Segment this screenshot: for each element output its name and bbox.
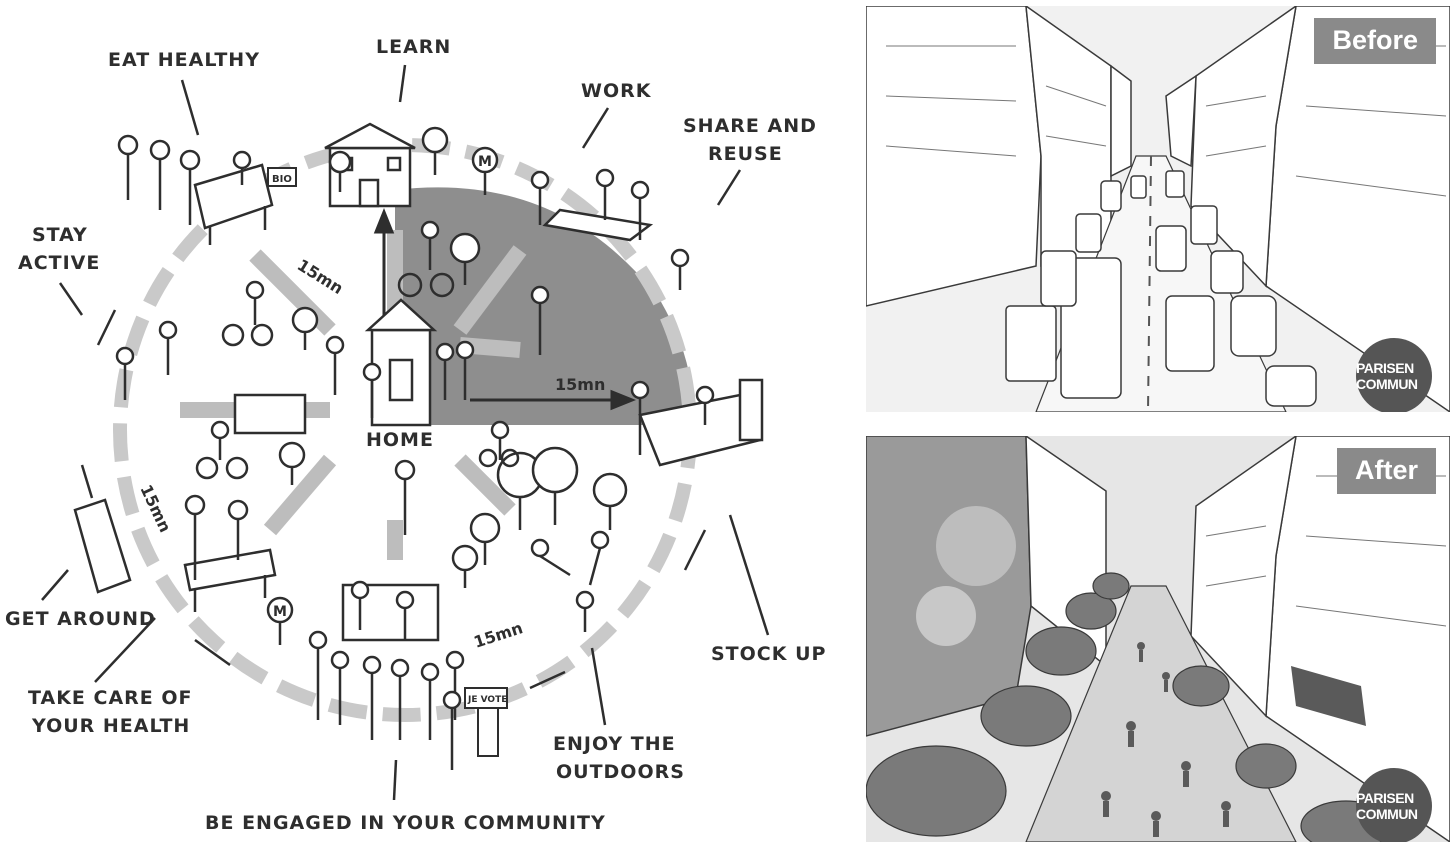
- home-label: HOME: [366, 429, 434, 451]
- svg-text:BIO: BIO: [272, 174, 292, 185]
- label-take-care-line1: TAKE CARE OF: [28, 687, 193, 709]
- svg-text:JE VOTE: JE VOTE: [467, 695, 507, 705]
- metro-sign-top: M: [471, 146, 499, 195]
- after-tag: After: [1336, 448, 1436, 494]
- before-street-illustration: Before PARISEN COMMUN: [866, 6, 1450, 412]
- label-stay-active-line1: STAY: [32, 224, 88, 246]
- two-way-arrows: [80, 309, 707, 690]
- label-get-around: GET AROUND: [5, 608, 156, 630]
- people-figures: [115, 134, 715, 770]
- label-work: WORK: [581, 80, 652, 102]
- label-learn: LEARN: [376, 36, 451, 58]
- label-stay-active-line2: ACTIVE: [18, 252, 100, 274]
- after-street-illustration: After PARISEN COMMUN: [866, 436, 1450, 842]
- paris-en-commun-logo: PARISEN COMMUN: [1356, 768, 1432, 842]
- route-arrows: [373, 207, 637, 411]
- after-street-drawing: [866, 436, 1450, 842]
- svg-text:M: M: [273, 604, 287, 620]
- label-leader-lines: [41, 64, 770, 801]
- label-share-reuse-line1: SHARE AND: [683, 115, 817, 137]
- label-share-reuse-line2: REUSE: [708, 143, 783, 165]
- distance-label-bottom: 15mn: [471, 618, 525, 652]
- label-take-care-line2: YOUR HEALTH: [31, 715, 190, 737]
- paris-en-commun-logo: PARISEN COMMUN: [1356, 338, 1432, 412]
- label-enjoy-line2: OUTDOORS: [556, 761, 685, 783]
- home-building: [364, 298, 438, 427]
- vote-box: JE VOTE: [464, 687, 508, 757]
- label-eat-healthy: EAT HEALTHY: [108, 49, 260, 71]
- before-tag: Before: [1314, 18, 1436, 64]
- bicycle-icons: [195, 272, 520, 480]
- label-enjoy-line1: ENJOY THE: [553, 733, 676, 755]
- tree-icons: [278, 126, 628, 588]
- street-furniture: [73, 393, 307, 594]
- before-street-drawing: [866, 6, 1450, 412]
- fifteen-minute-city-diagram: HOME BIO JE VOTE: [5, 36, 826, 834]
- bio-sign: BIO: [267, 167, 297, 187]
- label-community: BE ENGAGED IN YOUR COMMUNITY: [205, 812, 606, 834]
- label-stock-up: STOCK UP: [711, 643, 826, 665]
- distance-label-right: 15mn: [555, 375, 605, 394]
- metro-sign-bottom: M: [266, 596, 294, 645]
- clinic-desk: [183, 548, 277, 612]
- market-stall: [193, 163, 274, 245]
- svg-text:M: M: [478, 154, 492, 170]
- work-table: [542, 208, 654, 242]
